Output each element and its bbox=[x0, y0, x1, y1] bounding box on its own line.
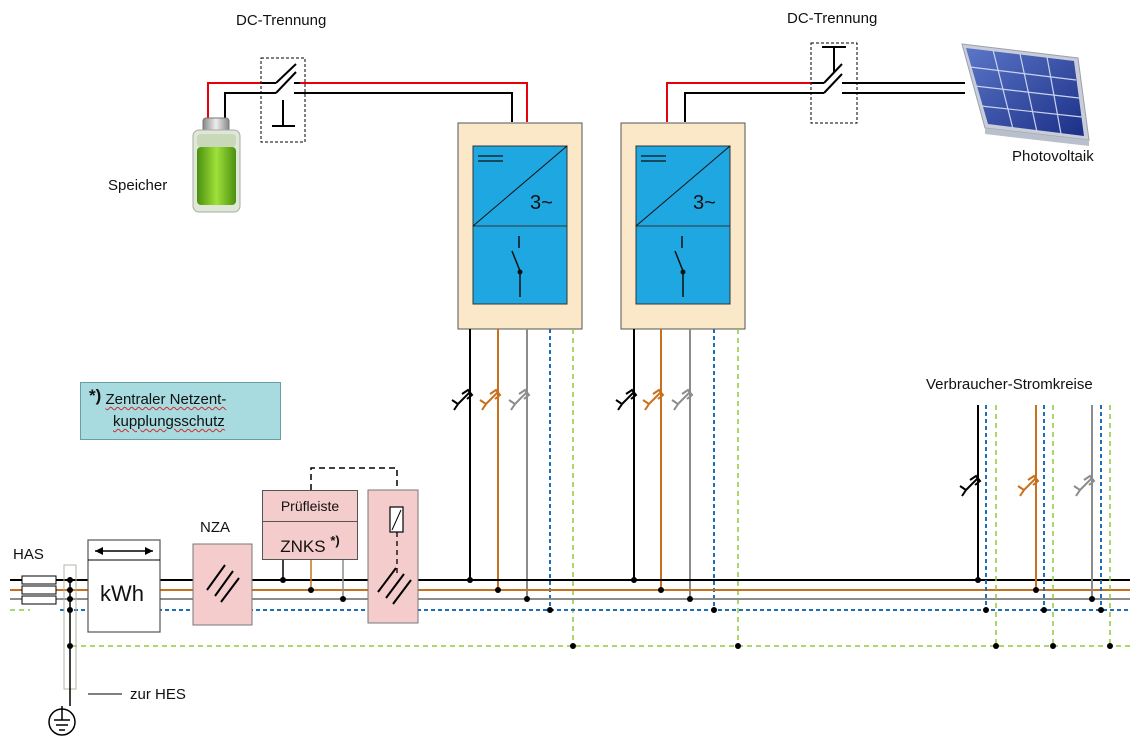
has-label: HAS bbox=[13, 546, 44, 563]
solar-panel-icon bbox=[961, 43, 1090, 146]
consumer-circuit-3 bbox=[1073, 405, 1113, 649]
breaker-icon-right-l1 bbox=[615, 378, 638, 411]
consumer-circuit-2 bbox=[1017, 405, 1056, 649]
test-strip-taps bbox=[280, 467, 398, 602]
breaker-icon-right-l2 bbox=[642, 378, 665, 411]
footnote-line-1: *) Zentraler Netzent- bbox=[89, 385, 272, 411]
dc-disconnect-right-label: DC-Trennung bbox=[787, 10, 878, 27]
nza-switch bbox=[192, 543, 253, 626]
storage-label: Speicher bbox=[108, 177, 168, 194]
footnote-text-2: kupplungsschutz bbox=[113, 413, 225, 430]
coupling-switch bbox=[367, 489, 419, 624]
consumer-circuits-label: Verbraucher-Stromkreise bbox=[926, 376, 1093, 393]
main-bus bbox=[10, 579, 1130, 647]
earth-ground-icon bbox=[48, 706, 76, 736]
inverter-junctions bbox=[467, 577, 741, 649]
pe-rail bbox=[63, 564, 122, 706]
inverter-left bbox=[457, 122, 583, 330]
footnote-text-1: Zentraler Netzent- bbox=[105, 391, 227, 408]
dc-disconnect-left bbox=[260, 57, 306, 143]
znks-label-row: ZNKS *) bbox=[263, 522, 357, 560]
dc-disconnect-left-label: DC-Trennung bbox=[236, 12, 327, 29]
inverter-right-ac-label: 3~ bbox=[693, 192, 716, 214]
inverter-left-ac-label: 3~ bbox=[530, 192, 553, 214]
test-strip-znks-box: Prüfleiste ZNKS *) bbox=[262, 490, 358, 560]
battery-icon bbox=[192, 117, 241, 213]
dc-wiring bbox=[207, 82, 965, 122]
footnote-box: *) Zentraler Netzent- kupplungsschutz bbox=[80, 382, 281, 440]
inverter-left-ac-lines bbox=[469, 329, 574, 646]
nza-label: NZA bbox=[200, 519, 230, 536]
kwh-meter bbox=[87, 539, 161, 633]
znks-label: ZNKS bbox=[280, 537, 326, 556]
inverter-right bbox=[620, 122, 746, 330]
inverter-right-ac-lines bbox=[633, 329, 739, 646]
znks-marker: *) bbox=[330, 533, 340, 548]
to-hes-label: zur HES bbox=[130, 686, 186, 703]
breaker-icon-left-l1 bbox=[451, 378, 474, 411]
photovoltaic-label: Photovoltaik bbox=[1012, 148, 1094, 165]
kwh-meter-label: kWh bbox=[100, 581, 144, 606]
test-strip-label: Prüfleiste bbox=[263, 491, 357, 522]
breaker-icon-left-l2 bbox=[479, 378, 502, 411]
breaker-icon-right-l3 bbox=[671, 378, 694, 411]
breaker-icon-left-l3 bbox=[508, 378, 531, 411]
dc-disconnect-right bbox=[810, 42, 858, 124]
footnote-marker: *) bbox=[89, 386, 102, 405]
consumer-circuit-1 bbox=[959, 405, 999, 649]
has-fuses bbox=[21, 575, 57, 605]
footnote-line-2: kupplungsschutz bbox=[89, 411, 272, 433]
